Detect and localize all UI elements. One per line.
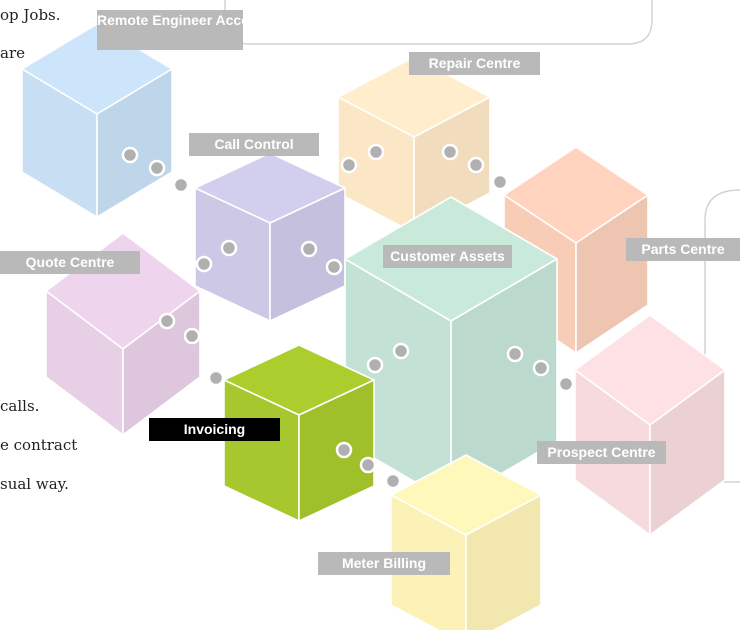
connector-dot bbox=[121, 146, 139, 164]
label-remote-engineer-access[interactable]: Remote Engineer Access bbox=[97, 10, 265, 50]
cube-meter-right bbox=[465, 494, 542, 630]
connector-dot bbox=[384, 472, 402, 490]
label-prospect-centre[interactable]: Prospect Centre bbox=[537, 441, 666, 464]
connector-dot bbox=[441, 143, 459, 161]
cube-repair[interactable] bbox=[337, 56, 491, 234]
cube-quote[interactable] bbox=[45, 232, 201, 436]
body-text-line4: e contract bbox=[0, 436, 78, 454]
connector-dot bbox=[340, 156, 358, 174]
connector-dot bbox=[158, 312, 176, 330]
connector-dot bbox=[366, 356, 384, 374]
connector-dot bbox=[172, 176, 190, 194]
intro-text-line1: op Jobs. bbox=[0, 6, 61, 24]
connector-dot bbox=[335, 441, 353, 459]
cube-meter[interactable] bbox=[390, 454, 542, 630]
cube-parts[interactable] bbox=[503, 146, 649, 354]
connector-dot bbox=[148, 159, 166, 177]
cube-prospect[interactable] bbox=[574, 314, 726, 536]
connector-dot bbox=[467, 156, 485, 174]
body-text-line3: calls. bbox=[0, 397, 40, 415]
label-call-control[interactable]: Call Control bbox=[189, 133, 319, 156]
connector-dot bbox=[220, 239, 238, 257]
connector-dot bbox=[557, 375, 575, 393]
cube-assets[interactable] bbox=[344, 196, 558, 504]
connector-dot bbox=[207, 369, 225, 387]
connector-dot bbox=[491, 173, 509, 191]
connector-dot bbox=[506, 345, 524, 363]
connector-dot bbox=[532, 359, 550, 377]
label-invoicing[interactable]: Invoicing bbox=[149, 418, 280, 441]
label-repair-centre[interactable]: Repair Centre bbox=[409, 52, 540, 75]
cube-parts-right bbox=[575, 194, 649, 354]
connector-dot bbox=[392, 342, 410, 360]
label-parts-centre[interactable]: Parts Centre bbox=[626, 238, 740, 261]
connector-dot bbox=[183, 327, 201, 345]
body-text-line5: sual way. bbox=[0, 475, 69, 493]
top-frame-line bbox=[224, 0, 653, 45]
cube-remote-right bbox=[96, 68, 173, 218]
cube-quote-right bbox=[122, 290, 201, 436]
connector-dot bbox=[367, 143, 385, 161]
connector-dot bbox=[195, 255, 213, 273]
cube-repair-right bbox=[413, 96, 491, 234]
connector-dot bbox=[325, 258, 343, 276]
cube-prospect-right bbox=[649, 369, 726, 536]
connector-dot bbox=[300, 240, 318, 258]
label-customer-assets[interactable]: Customer Assets bbox=[383, 245, 512, 268]
label-meter-billing[interactable]: Meter Billing bbox=[318, 552, 450, 575]
label-quote-centre[interactable]: Quote Centre bbox=[0, 251, 140, 274]
intro-text-line2: are bbox=[0, 44, 25, 62]
connector-dot bbox=[359, 456, 377, 474]
cube-remote[interactable] bbox=[21, 23, 173, 218]
cube-call[interactable] bbox=[194, 152, 346, 322]
